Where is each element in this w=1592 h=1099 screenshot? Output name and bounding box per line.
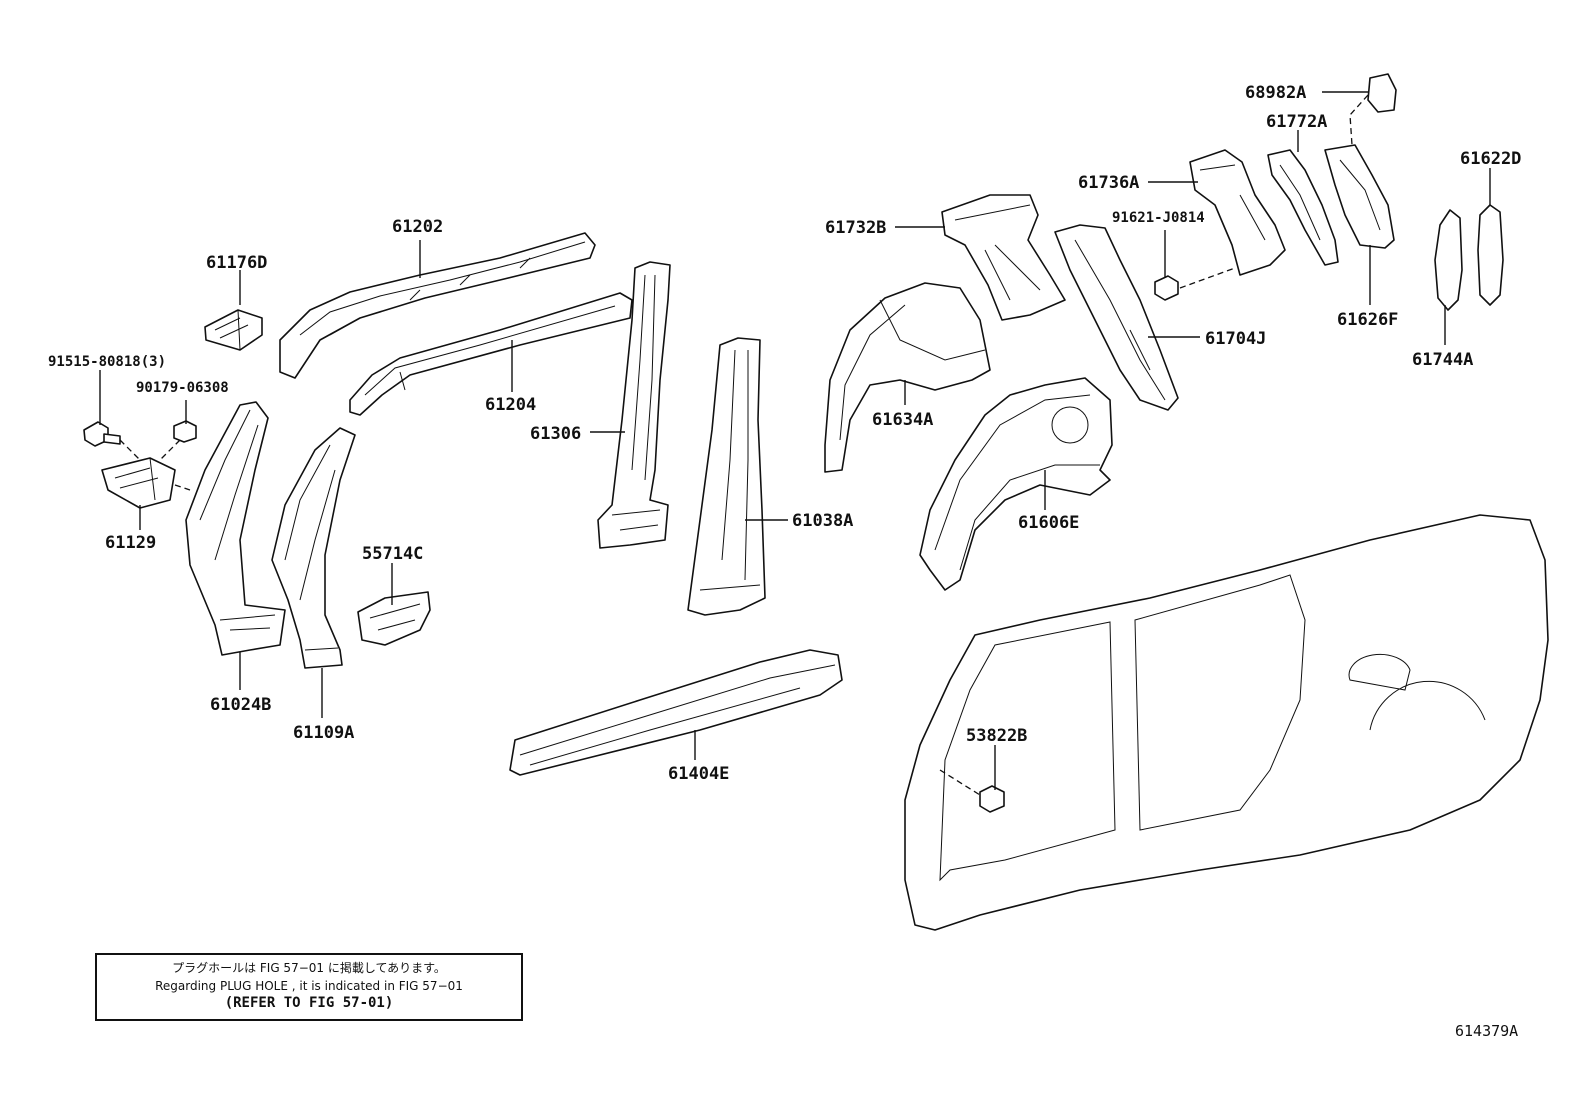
- leader-lines: [99, 91, 1491, 790]
- part-61204-shape: [349, 292, 633, 416]
- label-61744A: 61744A: [1412, 350, 1473, 370]
- label-61626F: 61626F: [1337, 310, 1398, 330]
- label-68982A: 68982A: [1245, 83, 1306, 103]
- label-61404E: 61404E: [668, 764, 729, 784]
- part-61736A-shape: [1189, 149, 1286, 276]
- part-61626F-shape: [1324, 144, 1395, 249]
- part-61306-shape: [597, 261, 671, 549]
- label-61704J: 61704J: [1205, 329, 1266, 349]
- part-61606E-shape: [919, 377, 1113, 591]
- label-53822B: 53822B: [966, 726, 1027, 746]
- label-61634A: 61634A: [872, 410, 933, 430]
- label-61622D: 61622D: [1460, 149, 1521, 169]
- label-55714C: 55714C: [362, 544, 423, 564]
- note-line-english: Regarding PLUG HOLE , it is indicated in…: [155, 979, 463, 993]
- part-61202-shape: [279, 232, 596, 379]
- part-61634A-shape: [824, 282, 991, 473]
- label-61024B: 61024B: [210, 695, 271, 715]
- part-90179-shape: [173, 420, 197, 443]
- part-91621-shape: [1154, 275, 1179, 301]
- label-61038A: 61038A: [792, 511, 853, 531]
- part-61109A-shape: [271, 427, 356, 669]
- label-61736A: 61736A: [1078, 173, 1139, 193]
- plug-hole-note: プラグホールは FIG 57−01 に掲載してあります。 Regarding P…: [95, 953, 523, 1021]
- part-61129-shape: [101, 457, 176, 509]
- label-90179-06308: 90179-06308: [136, 380, 229, 396]
- note-line-reference: (REFER TO FIG 57-01): [224, 995, 394, 1011]
- body-side-panel-shape: [904, 514, 1549, 931]
- part-61704J-shape: [1054, 224, 1179, 411]
- label-91515-80818: 91515-80818(3): [48, 354, 166, 370]
- label-61772A: 61772A: [1266, 112, 1327, 132]
- part-61024B-shape: [185, 401, 286, 656]
- label-61306: 61306: [530, 424, 581, 444]
- part-91515-shape: [83, 421, 121, 447]
- note-line-japanese: プラグホールは FIG 57−01 に掲載してあります。: [172, 961, 446, 975]
- label-61129: 61129: [105, 533, 156, 553]
- label-61176D: 61176D: [206, 253, 267, 273]
- label-91621-J0814: 91621-J0814: [1112, 210, 1205, 226]
- label-61732B: 61732B: [825, 218, 886, 238]
- part-61404E-shape: [509, 649, 843, 776]
- part-61622D-shape: [1477, 204, 1504, 306]
- part-55714C-shape: [357, 591, 431, 646]
- label-61202: 61202: [392, 217, 443, 237]
- label-61204: 61204: [485, 395, 536, 415]
- part-61772A-shape: [1267, 149, 1339, 266]
- part-61038A-shape: [687, 337, 766, 616]
- label-61109A: 61109A: [293, 723, 354, 743]
- part-61176D-shape: [204, 309, 263, 351]
- figure-id: 614379A: [1455, 1022, 1519, 1040]
- label-61606E: 61606E: [1018, 513, 1079, 533]
- part-53822B-shape: [979, 785, 1005, 813]
- part-61744A-shape: [1434, 209, 1463, 311]
- part-68982A-shape: [1367, 73, 1397, 113]
- part-61732B-shape: [941, 194, 1066, 321]
